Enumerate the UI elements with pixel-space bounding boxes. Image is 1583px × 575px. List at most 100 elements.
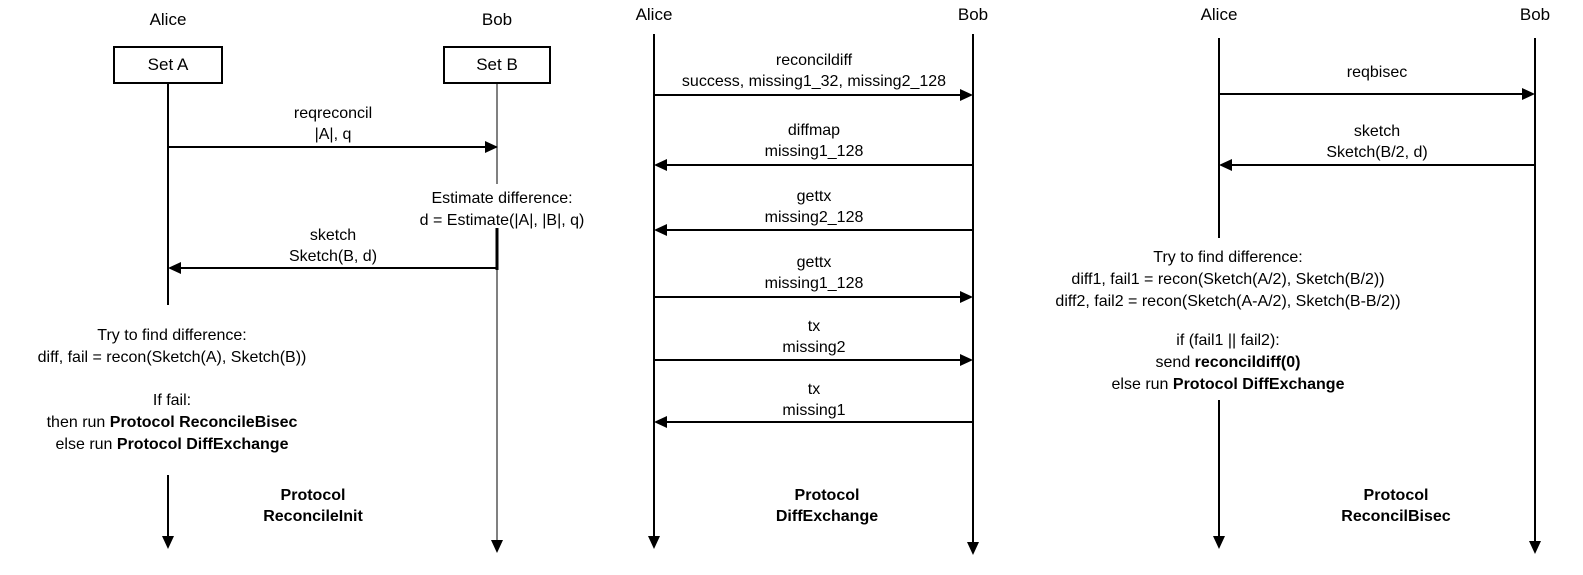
message-name: reqbisec bbox=[1346, 64, 1408, 81]
message-arrowhead-reconcildiff bbox=[960, 89, 973, 101]
panel-reconcile-init: Alice Bob Set A Set B reqreconcil |A|, q… bbox=[0, 0, 620, 575]
message-payload: missing2_128 bbox=[764, 209, 864, 226]
message-name: reconcildiff bbox=[775, 52, 853, 69]
lifeline-bob-end-arrow bbox=[1529, 541, 1541, 554]
note-bold: Protocol DiffExchange bbox=[1172, 376, 1345, 393]
note-bold: Protocol ReconcileBisec bbox=[109, 414, 298, 431]
message-label-reconcildiff: reconcildiff success, missing1_32, missi… bbox=[682, 50, 946, 92]
caption-line1: Protocol bbox=[280, 487, 346, 504]
lifeline-alice-tail bbox=[1218, 400, 1220, 537]
lifeline-bob bbox=[972, 34, 974, 544]
note-line: diff1, fail1 = recon(Sketch(A/2), Sketch… bbox=[1071, 271, 1385, 288]
message-line-sketch bbox=[180, 267, 497, 269]
message-line-diffmap bbox=[666, 164, 973, 166]
protocol-caption-diff-exchange: Protocol DiffExchange bbox=[776, 485, 878, 527]
lifeline-alice-end-arrow bbox=[1213, 536, 1225, 549]
actor-label-alice: Alice bbox=[635, 5, 673, 24]
actor-label-bob: Bob bbox=[1519, 5, 1551, 24]
note-line: Try to find difference: bbox=[97, 327, 247, 344]
caption-line1: Protocol bbox=[794, 487, 860, 504]
note-line-bold-run: then run Protocol ReconcileBisec bbox=[47, 412, 298, 434]
lifeline-alice-upper bbox=[1218, 38, 1220, 238]
lifeline-alice-tail bbox=[167, 475, 169, 537]
note-line: diff2, fail2 = recon(Sketch(A-A/2), Sket… bbox=[1055, 293, 1401, 310]
note-bold: reconcildiff(0) bbox=[1194, 354, 1301, 371]
message-line-reconcildiff bbox=[654, 94, 961, 96]
note-if-fail-bisec: if (fail1 || fail2): send reconcildiff(0… bbox=[1112, 330, 1345, 396]
protocol-caption-reconcile-init: Protocol ReconcileInit bbox=[263, 485, 363, 527]
message-name: gettx bbox=[796, 188, 832, 205]
message-line-sketch-bisec bbox=[1231, 164, 1535, 166]
note-prefix: then run bbox=[46, 414, 110, 431]
caption-line1: Protocol bbox=[1363, 487, 1429, 504]
lifeline-alice-end-arrow bbox=[162, 536, 174, 549]
note-prefix: else run bbox=[1111, 376, 1173, 393]
lifeline-bob-lower bbox=[496, 270, 498, 542]
note-line: Try to find difference: bbox=[1153, 249, 1303, 266]
lifeline-alice bbox=[653, 34, 655, 537]
message-payload: missing1 bbox=[782, 402, 846, 419]
lifeline-alice bbox=[167, 84, 169, 305]
message-payload: |A|, q bbox=[314, 126, 352, 143]
message-name: reqreconcil bbox=[293, 105, 373, 122]
message-label-sketch-bisec: sketch Sketch(B/2, d) bbox=[1326, 121, 1427, 163]
note-line: diff, fail = recon(Sketch(A), Sketch(B)) bbox=[37, 349, 307, 366]
message-arrowhead-gettx-missing2 bbox=[654, 224, 667, 236]
message-payload: missing1_128 bbox=[764, 275, 864, 292]
lifeline-bob-end-arrow bbox=[967, 542, 979, 555]
note-line-bold-run: send reconcildiff(0) bbox=[1112, 352, 1345, 374]
note-prefix: else run bbox=[55, 436, 117, 453]
message-label-sketch: sketch Sketch(B, d) bbox=[289, 225, 377, 267]
message-payload: missing1_128 bbox=[764, 143, 864, 160]
message-line-reqbisec bbox=[1219, 93, 1523, 95]
message-name: sketch bbox=[309, 227, 357, 244]
lifeline-bob-activation bbox=[495, 228, 499, 270]
message-label-tx-missing2: tx missing2 bbox=[782, 316, 845, 358]
message-name: tx bbox=[807, 381, 821, 398]
message-name: sketch bbox=[1353, 123, 1401, 140]
message-payload: Sketch(B, d) bbox=[288, 248, 378, 265]
message-label-diffmap: diffmap missing1_128 bbox=[765, 120, 864, 162]
panel-diff-exchange: Alice Bob reconcildiff success, missing1… bbox=[620, 0, 1020, 575]
note-if-fail: If fail: then run Protocol ReconcileBise… bbox=[47, 390, 298, 456]
note-estimate-difference: Estimate difference: d = Estimate(|A|, |… bbox=[420, 188, 585, 232]
lifeline-alice-end-arrow bbox=[648, 536, 660, 549]
actor-label-alice: Alice bbox=[149, 10, 187, 29]
lifeline-bob bbox=[1534, 38, 1536, 544]
message-line-reqreconcil bbox=[168, 146, 490, 148]
message-name: tx bbox=[807, 318, 821, 335]
message-payload: success, missing1_32, missing2_128 bbox=[681, 73, 947, 90]
caption-line2: ReconcileInit bbox=[263, 508, 363, 525]
message-arrowhead-sketch bbox=[168, 262, 181, 274]
lifeline-bob-upper bbox=[496, 84, 498, 184]
panel-reconcil-bisec: Alice Bob reqbisec sketch Sketch(B/2, d)… bbox=[1020, 0, 1583, 575]
message-name: diffmap bbox=[787, 122, 841, 139]
note-line-bold-run: else run Protocol DiffExchange bbox=[1112, 374, 1345, 396]
actor-label-bob: Bob bbox=[481, 10, 513, 29]
note-bold: Protocol DiffExchange bbox=[116, 436, 289, 453]
message-arrowhead-sketch-bisec bbox=[1219, 159, 1232, 171]
set-box-a: Set A bbox=[113, 46, 223, 84]
message-arrowhead-diffmap bbox=[654, 159, 667, 171]
note-line: Estimate difference: bbox=[431, 190, 573, 207]
message-label-gettx-missing1: gettx missing1_128 bbox=[765, 252, 864, 294]
message-line-tx-missing1 bbox=[666, 421, 973, 423]
caption-line2: ReconcilBisec bbox=[1341, 508, 1451, 525]
note-line-bold-run: else run Protocol DiffExchange bbox=[47, 434, 298, 456]
note-line: if (fail1 || fail2): bbox=[1176, 332, 1280, 349]
message-arrowhead-gettx-missing1 bbox=[960, 291, 973, 303]
caption-line2: DiffExchange bbox=[775, 508, 879, 525]
actor-label-bob: Bob bbox=[957, 5, 989, 24]
message-arrowhead-tx-missing2 bbox=[960, 354, 973, 366]
message-label-reqreconcil: reqreconcil |A|, q bbox=[294, 103, 372, 145]
message-line-tx-missing2 bbox=[654, 359, 961, 361]
set-box-b: Set B bbox=[443, 46, 551, 84]
message-name: gettx bbox=[796, 254, 832, 271]
actor-label-alice: Alice bbox=[1200, 5, 1238, 24]
note-line: If fail: bbox=[152, 392, 192, 409]
message-line-gettx-missing2 bbox=[666, 229, 973, 231]
protocol-caption-reconcil-bisec: Protocol ReconcilBisec bbox=[1341, 485, 1450, 527]
message-payload: missing2 bbox=[782, 339, 846, 356]
message-label-tx-missing1: tx missing1 bbox=[782, 379, 845, 421]
